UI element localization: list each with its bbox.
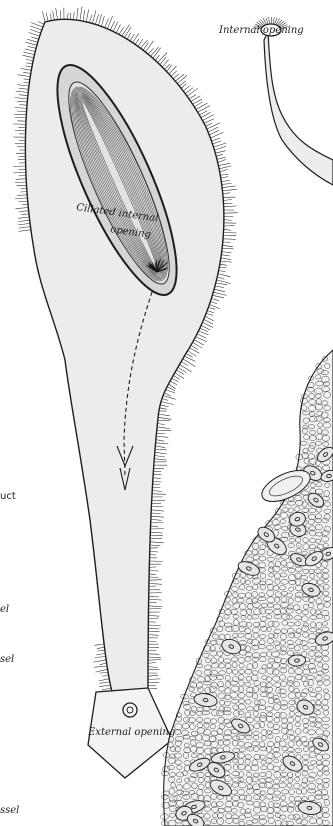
tissue-mass xyxy=(161,350,333,826)
nephrostome xyxy=(13,6,238,707)
label-external-opening: External opening xyxy=(87,727,175,738)
label-duct: uct xyxy=(0,491,16,502)
label-internal-opening: Internal opening xyxy=(218,25,304,36)
label-vessel-1: el xyxy=(0,604,9,615)
label-vessel-3: ssel xyxy=(0,805,19,816)
second-funnel xyxy=(253,17,333,185)
label-vessel-2: sel xyxy=(0,654,14,665)
